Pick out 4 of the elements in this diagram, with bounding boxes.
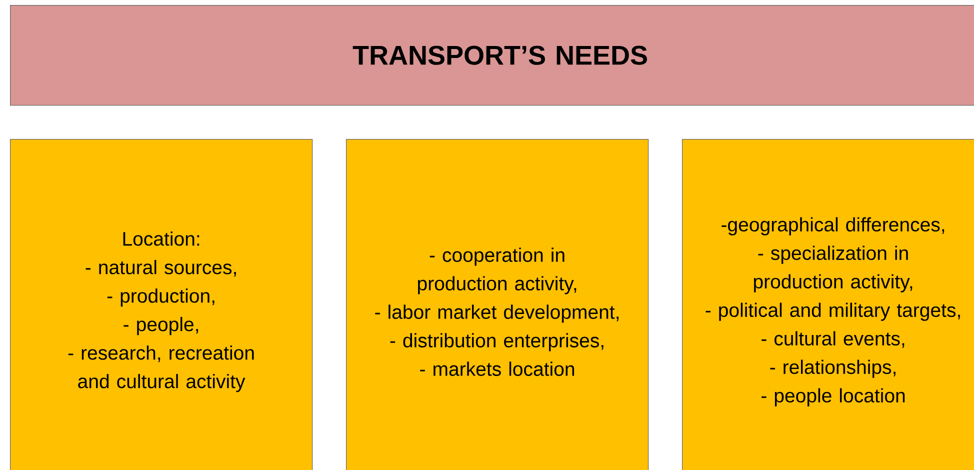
text-box: -geographical differences, - specialization in production activity, - political and military targets, - cultural events, - relationships, - people location	[682, 139, 974, 470]
heading-banner: TRANSPORT’S NEEDS	[10, 5, 974, 106]
text-box: Location: - natural sources, - production, - people, - research, recreation and cultural activity	[10, 139, 313, 470]
text-box: - cooperation in production activity, - labor market development, - distribution enterprises, - markets location	[346, 139, 649, 470]
